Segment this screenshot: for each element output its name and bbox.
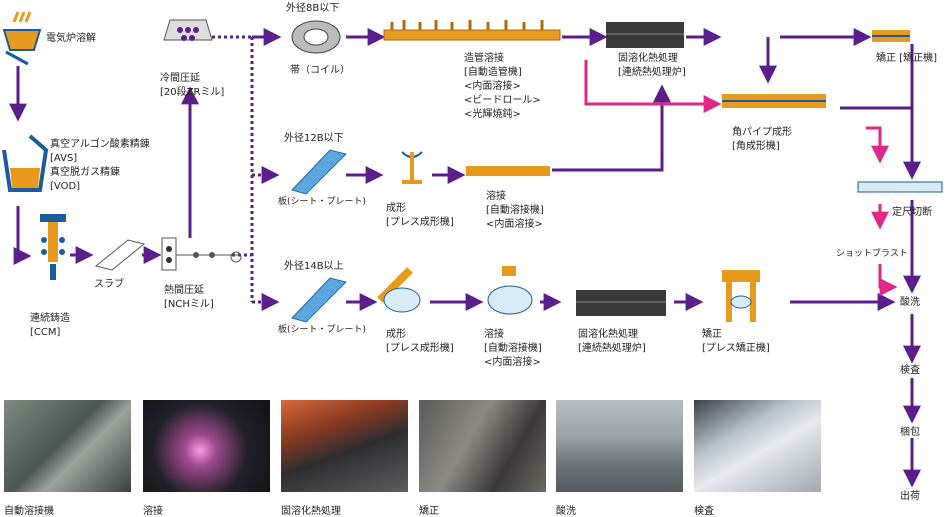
photo-heat-treatment (281, 400, 408, 492)
heat-furnace-b-icon (576, 290, 666, 316)
press-straightener-icon (722, 270, 760, 322)
weld-a-label-1: 溶接 (486, 191, 506, 202)
refine-label-4: [VOD] (50, 181, 81, 192)
photo-inspection (694, 400, 821, 492)
od14-label: 外径14B以上 (284, 261, 344, 272)
square-pipe-machine-icon (722, 94, 826, 108)
dotted-lines (212, 28, 282, 311)
weld-b-icon (487, 266, 533, 315)
photo-caption: 溶接 (143, 506, 163, 517)
pipe-welding-machine-icon (383, 20, 561, 41)
slab-icon (94, 239, 146, 271)
weld-b-label-1: 溶接 (484, 329, 504, 340)
nch-mill-icon (161, 237, 242, 271)
press-straighten-label-1: 矯正 (702, 329, 722, 340)
photo-caption: 検査 (694, 506, 714, 517)
photo-caption: 酸洗 (556, 506, 576, 517)
refine-label-3: 真空脱ガス精錬 (50, 167, 120, 178)
heat-treat-b-label-2: [連続熱処理炉] (578, 343, 646, 354)
cut-label: 定尺切断 (892, 207, 932, 218)
plate-a-label: 板(シート・プレート) (278, 197, 367, 207)
photo-caption: 自動溶接機 (4, 506, 54, 517)
heat-furnace-icon (606, 22, 684, 48)
shot-blast-label: ショットブラスト (836, 249, 908, 259)
plate-b-label: 板(シート・プレート) (278, 325, 367, 335)
pipe-weld-label-2: [自動造管機] (464, 67, 522, 78)
square-pipe-label-1: 角パイプ成形 (732, 127, 792, 138)
form-a-label-2: [プレス成形機] (386, 217, 454, 228)
nch-label-1: 熱間圧延 (164, 285, 204, 296)
coil-label: 帯（コイル） (290, 65, 350, 76)
heat-treat-label-2: [連続熱処理炉] (618, 67, 686, 78)
flow-arrows (9, 28, 921, 488)
furnace-icon (2, 11, 42, 66)
weld-a-label-3: <内面溶接> (486, 219, 543, 230)
pickle-label: 酸洗 (900, 297, 920, 308)
zr-mill-icon (163, 19, 213, 41)
cutter-icon (857, 181, 943, 193)
cold-roll-label-1: 冷間圧延 (160, 73, 200, 84)
photo-caption: 矯正 (419, 506, 439, 517)
pipe-weld-label-3: <内面溶接> (464, 81, 521, 92)
ship-label: 出荷 (900, 491, 920, 502)
slab-label: スラブ (94, 279, 124, 290)
refine-label-2: [AVS] (50, 153, 78, 164)
coil-icon (291, 20, 341, 54)
inspect-label: 検査 (900, 365, 920, 376)
weld-b-label-2: [自動溶接機] (484, 343, 542, 354)
straightener-icon (872, 30, 910, 42)
photo-straightening (419, 400, 546, 492)
straighten-label: 矯正 [矯正機] (876, 53, 937, 64)
alt-route-arrows (584, 60, 898, 296)
ccm-label-1: 連続鋳造 (30, 313, 70, 324)
photo-auto-welding-machine (4, 400, 131, 492)
weld-b-label-3: <内面溶接> (484, 357, 541, 368)
square-pipe-label-2: [角成形機] (732, 141, 780, 152)
nch-label-2: [NCHミル] (164, 299, 214, 310)
od12-label: 外径12B以下 (284, 133, 344, 144)
form-b-label-2: [プレス成形機] (386, 343, 454, 354)
press-straighten-label-2: [プレス矯正機] (702, 343, 770, 354)
heat-treat-b-label-1: 固溶化熱処理 (578, 329, 638, 340)
plate-b-icon (291, 277, 347, 323)
photo-pickling (556, 400, 683, 492)
heat-treat-label-1: 固溶化熱処理 (618, 53, 678, 64)
furnace-label: 電気炉溶解 (46, 33, 96, 44)
press-a-icon (401, 151, 423, 184)
cold-roll-label-2: [20段ZRミル] (160, 87, 225, 98)
weld-a-icon (466, 166, 550, 176)
photo-caption: 固溶化熱処理 (281, 506, 341, 517)
od8-label: 外径8B以下 (286, 3, 340, 14)
ladle-icon (2, 134, 49, 192)
plate-a-icon (291, 149, 347, 195)
weld-a-label-2: [自動溶接機] (486, 205, 544, 216)
pipe-weld-label-5: <光輝焼鈍> (464, 109, 521, 120)
photo-welding (143, 400, 270, 492)
pipe-weld-label-1: 造管溶接 (464, 53, 504, 64)
press-b-icon (377, 267, 421, 313)
ccm-icon (40, 214, 66, 280)
form-b-label-1: 成形 (386, 329, 406, 340)
refine-label-1: 真空アルゴン酸素精錬 (50, 139, 150, 150)
ccm-label-2: [CCM] (30, 327, 61, 338)
pipe-weld-label-4: <ビードロール> (464, 95, 541, 106)
pack-label: 梱包 (900, 427, 920, 438)
form-a-label-1: 成形 (386, 203, 406, 214)
